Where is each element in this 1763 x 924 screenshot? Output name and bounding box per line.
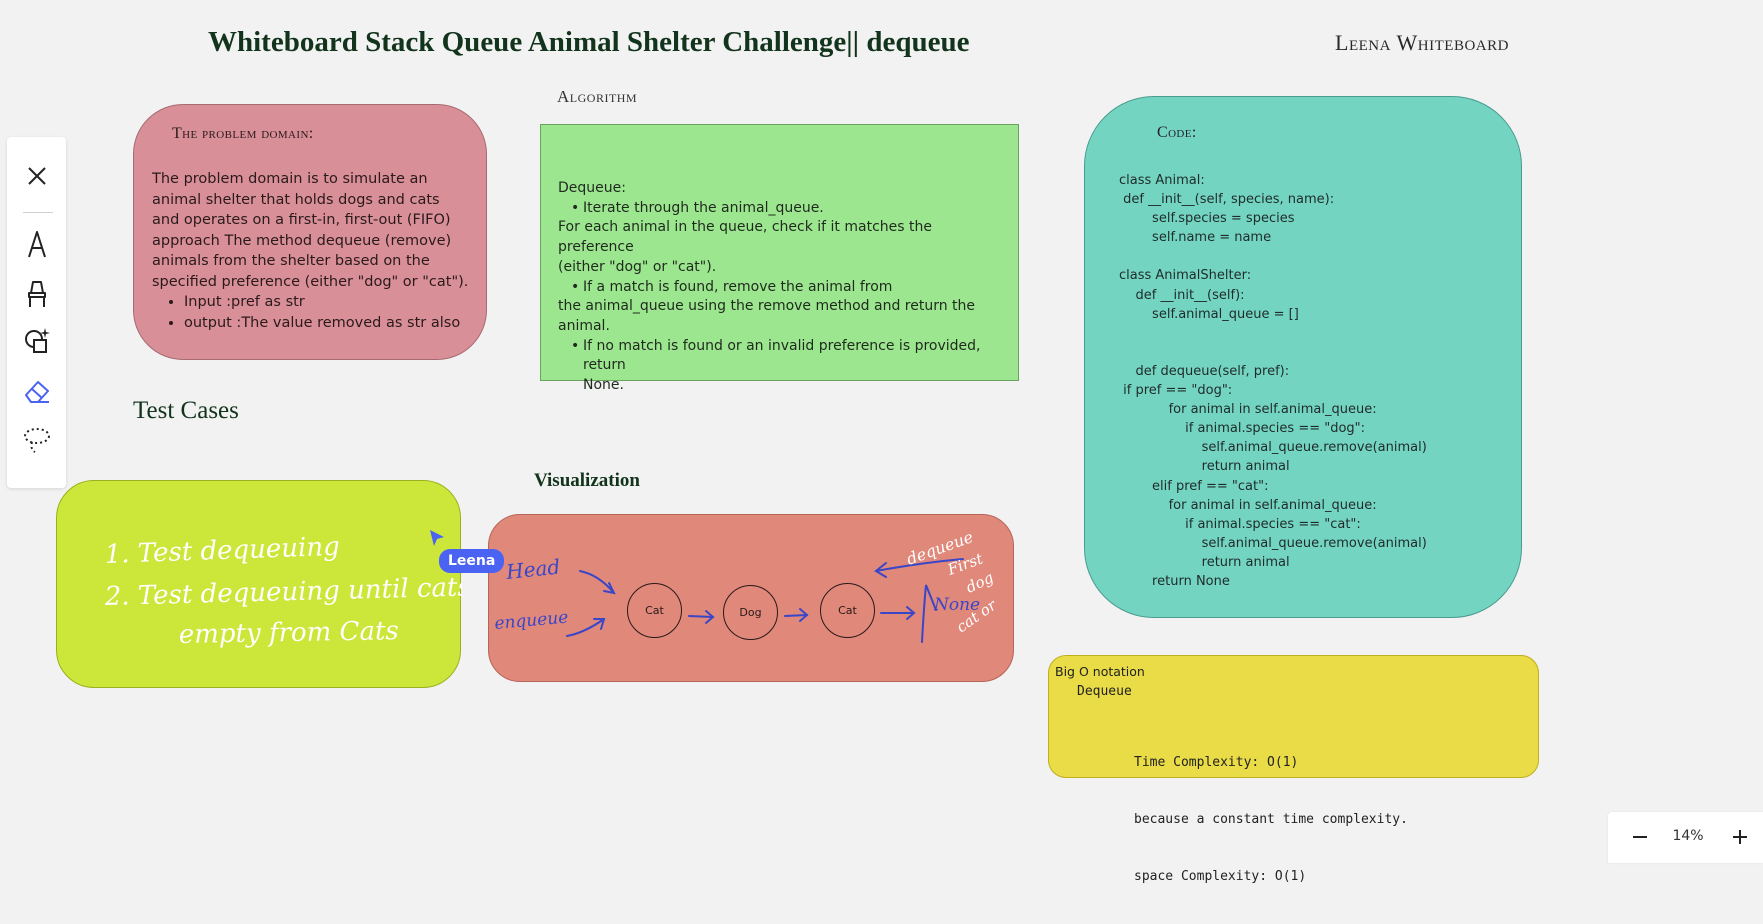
hw-enqueue: enqueue	[494, 608, 569, 634]
problem-domain-text: The problem domain is to simulate an ani…	[152, 171, 469, 290]
algorithm-line: Dequeue:	[558, 180, 626, 196]
remote-cursor-icon	[428, 528, 446, 552]
zoom-level: 14%	[1672, 828, 1704, 844]
test-cases-heading: Test Cases	[133, 397, 239, 424]
queue-node-cat: Cat	[627, 583, 682, 638]
algorithm-bullet: Iterate through the animal_queue.	[571, 199, 1008, 219]
algorithm-card[interactable]: Dequeue: Iterate through the animal_queu…	[540, 124, 1019, 393]
big-o-card[interactable]: Big O notation Dequeue Time Complexity: …	[1048, 655, 1539, 884]
algorithm-line: None.	[583, 377, 624, 394]
board-title: Whiteboard Stack Queue Animal Shelter Ch…	[208, 26, 970, 58]
remote-cursor-label: Leena	[439, 549, 505, 573]
close-icon[interactable]	[19, 158, 55, 194]
problem-domain-card[interactable]: The problem domain: The problem domain i…	[133, 104, 487, 360]
test-cases-card[interactable]: 1. Test dequeuing 2. Test dequeuing unti…	[56, 480, 462, 688]
algorithm-line: (either "dog" or "cat").	[558, 258, 717, 275]
test-case-2: 2. Test dequeuing until cats	[103, 572, 462, 612]
test-case-2-cont: empty from Cats	[179, 616, 399, 650]
code-heading: Code:	[1157, 124, 1197, 141]
code-source: class Animal: def __init__(self, species…	[1119, 173, 1427, 589]
marker-icon[interactable]	[19, 275, 55, 311]
algorithm-line: For each animal in the queue, check if i…	[558, 219, 932, 256]
shapes-icon[interactable]	[19, 323, 55, 359]
queue-node-cat: Cat	[820, 583, 875, 638]
code-card[interactable]: Code: class Animal: def __init__(self, s…	[1084, 96, 1522, 618]
visualization-heading: Visualization	[534, 470, 640, 491]
visualization-card[interactable]: Cat Dog Cat Head enqueue None dequeue Fi…	[488, 514, 1014, 682]
zoom-out-icon[interactable]	[1625, 822, 1655, 852]
drawing-toolbar	[7, 137, 66, 488]
pen-icon[interactable]	[19, 226, 55, 262]
zoom-control: 14%	[1608, 812, 1763, 863]
hw-none: None	[933, 595, 980, 615]
algorithm-bullet: If no match is found or an invalid prefe…	[571, 337, 1008, 376]
queue-node-dog: Dog	[723, 585, 778, 640]
test-case-1: 1. Test dequeuing	[104, 532, 340, 570]
hw-head: Head	[504, 554, 561, 584]
big-o-heading: Big O notation	[1055, 664, 1145, 679]
problem-output-bullet: output :The value removed as str also	[184, 313, 470, 334]
handwriting-visualization: Head enqueue None dequeue First dog cat …	[494, 527, 1000, 643]
lasso-icon[interactable]	[19, 422, 55, 458]
big-o-time: Time Complexity: O(1)	[1134, 755, 1299, 770]
eraser-icon[interactable]	[19, 373, 55, 409]
board-brand: Leena Whiteboard	[1335, 30, 1509, 55]
toolbar-divider	[23, 212, 53, 213]
problem-domain-heading: The problem domain:	[172, 125, 314, 142]
problem-input-bullet: Input :pref as str	[184, 292, 470, 313]
algorithm-bullet: If a match is found, remove the animal f…	[571, 278, 1008, 298]
big-o-space: space Complexity: O(1)	[1134, 869, 1307, 884]
big-o-method: Dequeue	[1077, 684, 1132, 699]
zoom-in-icon[interactable]	[1725, 822, 1755, 852]
handwriting-test-cases: 1. Test dequeuing 2. Test dequeuing unti…	[103, 532, 462, 650]
big-o-reason: because a constant time complexity.	[1134, 812, 1408, 827]
algorithm-heading: Algorithm	[557, 87, 638, 106]
algorithm-line: the animal_queue using the remove method…	[558, 298, 976, 334]
